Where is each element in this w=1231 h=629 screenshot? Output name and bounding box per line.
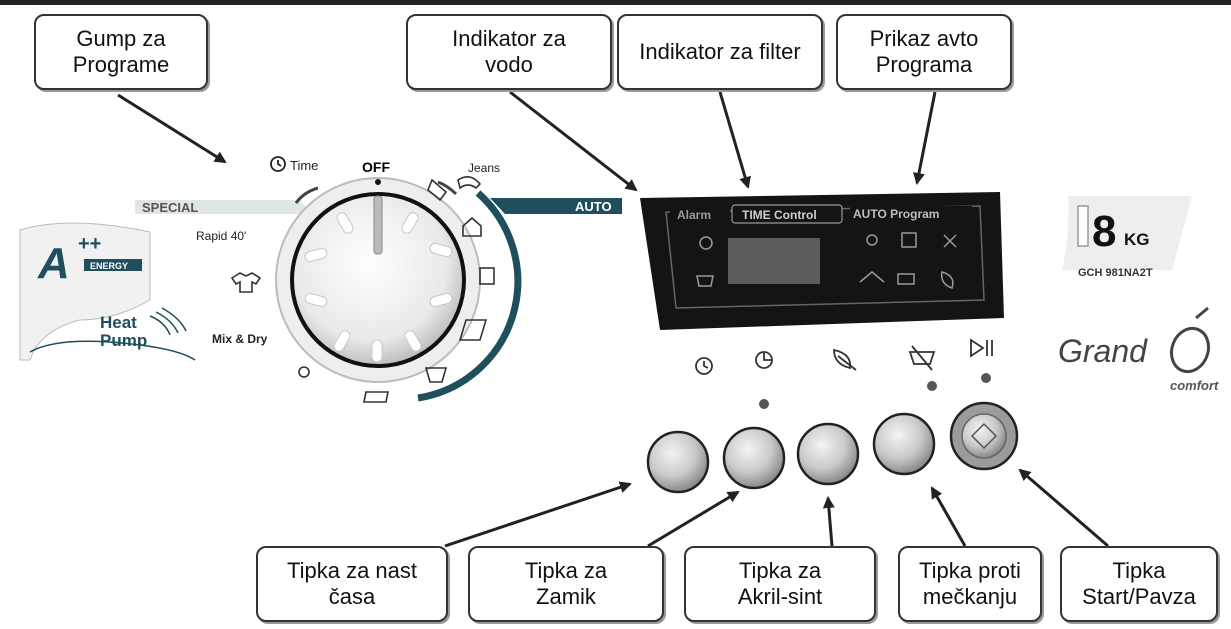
capacity-unit: KG	[1124, 230, 1150, 249]
anti-crease-button[interactable]	[872, 412, 936, 476]
anti-crease-icon	[908, 345, 936, 371]
alarm-label: Alarm	[677, 208, 711, 222]
program-dial-area: SPECIAL AUTO OFF Time Je	[135, 156, 622, 403]
energy-plus: ++	[78, 233, 101, 255]
fan-icon	[298, 366, 310, 378]
model-number: GCH 981NA2T	[1078, 267, 1153, 279]
home-icon	[462, 216, 482, 237]
callout-auto: Prikaz avto Programa	[836, 14, 1012, 90]
time-control-label: TIME Control	[742, 208, 817, 222]
filter-alarm-icon	[699, 236, 713, 250]
callout-acryl-synth: Tipka za Akril-sint	[684, 546, 876, 622]
leaf-icon	[833, 348, 857, 371]
dial-off-label: OFF	[362, 159, 390, 175]
heat-label: Heat	[100, 313, 137, 332]
window-icon	[479, 267, 495, 285]
dial-time-label: Time	[290, 158, 318, 173]
callout-arrows	[117, 90, 1109, 548]
button-leds	[759, 373, 991, 409]
jeans-icon	[457, 176, 482, 190]
arrow-auto	[913, 91, 937, 185]
start-pause-button[interactable]	[949, 401, 1019, 471]
clock-icon	[270, 156, 286, 172]
callout-start-pause: Tipka Start/Pavza	[1060, 546, 1218, 622]
callout-water: Indikator za vodo	[406, 14, 612, 90]
energy-class: A	[37, 239, 70, 288]
arrow-water	[509, 90, 638, 192]
arrow-delay	[647, 490, 740, 548]
fan-auto-icon	[943, 234, 957, 248]
leaf-auto-icon	[940, 271, 954, 289]
control-buttons	[646, 401, 1019, 494]
display-panel: Alarm TIME Control AUTO Program	[640, 192, 1004, 330]
arrow-time	[444, 481, 632, 548]
callout-delay: Tipka za Zamik	[468, 546, 664, 622]
arrow-filter	[718, 91, 751, 189]
callout-programs: Gump za Programe	[34, 14, 208, 90]
dial-rapid-label: Rapid 40'	[196, 229, 246, 243]
basket-icon	[424, 367, 448, 383]
shirt-icon	[230, 272, 262, 293]
water-alarm-icon	[696, 275, 714, 287]
energy-badge: A ++ ENERGY Heat Pump	[19, 222, 196, 361]
iron-icon	[363, 391, 389, 403]
heat-pump-icon	[149, 307, 187, 336]
brand-sub: comfort	[1170, 378, 1219, 393]
energy-word: ENERGY	[90, 261, 128, 271]
timer-icon	[695, 357, 713, 375]
towel-icon	[458, 319, 488, 341]
delay-button[interactable]	[722, 426, 786, 490]
program-icons	[230, 176, 495, 403]
time-set-button[interactable]	[646, 430, 710, 494]
pump-label: Pump	[100, 331, 147, 350]
arrow-crease	[930, 486, 967, 547]
top-border	[0, 0, 1231, 5]
arrow-programs	[117, 93, 227, 164]
callout-filter: Indikator za filter	[617, 14, 823, 90]
brand-logo: Grand comfort	[1058, 306, 1219, 393]
callout-anti-crease: Tipka proti mečkanju	[898, 546, 1042, 622]
dial-jeans-label: Jeans	[468, 161, 500, 175]
delay-icon	[755, 351, 773, 369]
capacity-badge: 8 KG GCH 981NA2T	[1062, 196, 1192, 279]
iron-auto-icon	[859, 271, 885, 283]
capacity-number: 8	[1092, 207, 1116, 256]
button-icons	[695, 338, 993, 375]
callout-time-set: Tipka za nast časa	[256, 546, 448, 622]
shirt-auto-icon	[897, 273, 915, 285]
dial-mix-label: Mix & Dry	[212, 332, 268, 346]
arrow-acryl	[822, 496, 835, 547]
auto-program-label: AUTO Program	[853, 207, 939, 221]
auto-label: AUTO	[575, 199, 612, 214]
lcd-screen	[728, 238, 820, 284]
dry-sun-icon	[866, 234, 878, 246]
acryl-synth-button[interactable]	[796, 422, 860, 486]
brand-name: Grand	[1058, 333, 1148, 369]
arrow-start	[1018, 468, 1109, 548]
cupboard-icon	[901, 232, 917, 248]
wool-icon	[427, 178, 448, 202]
play-pause-icon	[970, 338, 993, 358]
special-label: SPECIAL	[142, 200, 198, 215]
